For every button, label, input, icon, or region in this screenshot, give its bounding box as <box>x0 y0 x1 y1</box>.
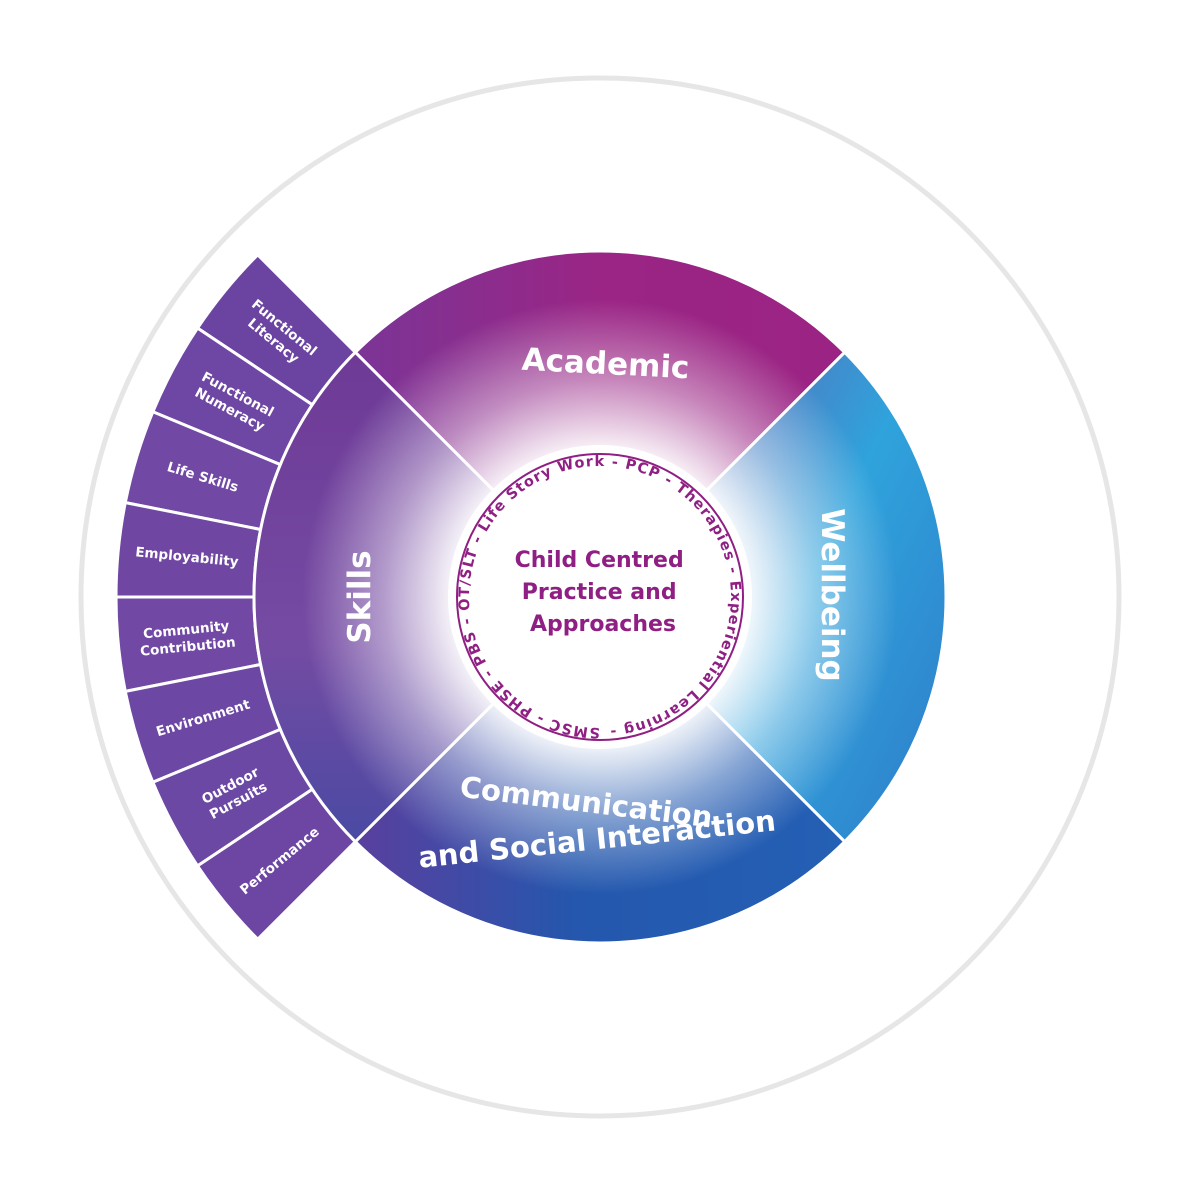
center-title: Child Centred Practice and Approaches <box>515 548 692 637</box>
outer-ring <box>78 75 1122 1119</box>
wellbeing-label: Wellbeing <box>814 508 850 681</box>
academic-label: Academic <box>521 342 690 387</box>
center-title-line-2: Practice and <box>522 580 677 605</box>
center-title-line-3: Approaches <box>530 612 676 637</box>
center-title-line-1: Child Centred <box>515 548 684 573</box>
skills-sub-segments: FunctionalLiteracyFunctionalNumeracyLife… <box>114 252 358 942</box>
center-inner-ring <box>456 453 744 741</box>
center-circle <box>448 445 752 749</box>
skills-label: Skills <box>342 550 378 643</box>
